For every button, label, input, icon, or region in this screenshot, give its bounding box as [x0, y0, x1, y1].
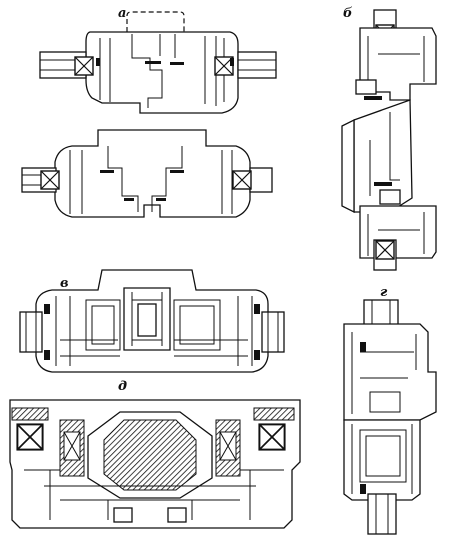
section-a-lower-profile [21, 129, 273, 218]
section-b-profile [341, 9, 437, 271]
section-d: д [9, 379, 301, 529]
section-d-profile [9, 399, 301, 529]
section-v: в [19, 269, 285, 373]
label-a: а [118, 6, 126, 21]
section-v-profile [19, 269, 285, 373]
section-a-upper-profile [39, 11, 277, 114]
label-b: б [343, 6, 353, 21]
section-b: б [341, 6, 437, 271]
section-g: г [343, 285, 437, 535]
label-v: в [60, 276, 69, 291]
label-g: г [380, 285, 388, 300]
label-d: д [118, 379, 127, 394]
section-g-profile [343, 299, 437, 535]
section-a: а [21, 6, 277, 218]
